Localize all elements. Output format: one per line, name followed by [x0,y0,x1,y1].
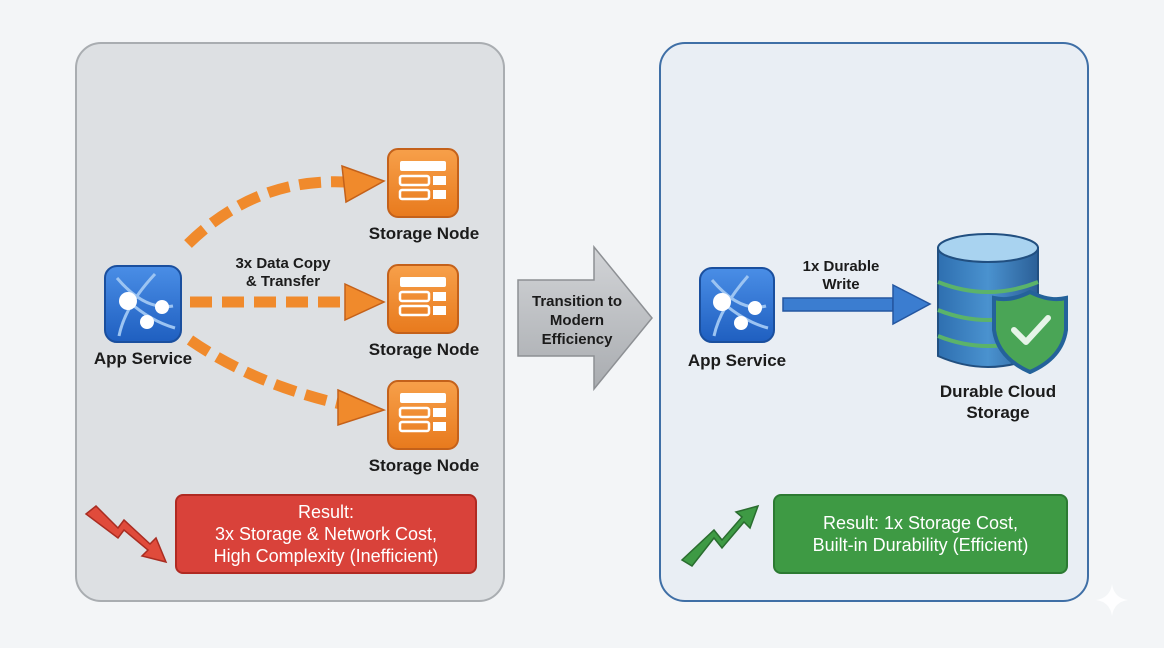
result-bad-line3: High Complexity (Inefficient) [213,546,439,566]
storage-node-label: Storage Node [368,456,480,475]
trend-up-icon [680,504,760,567]
storage-node-label: Storage Node [368,340,480,359]
transition-line3: Efficiency [541,331,613,348]
app-service-icon [104,265,182,343]
result-bad-line1: Result: [297,502,355,522]
app-service-icon [699,267,775,343]
result-good-line2: Built-in Durability (Efficient) [812,535,1029,555]
transition-arrow [517,244,653,392]
durable-write-label: 1x Durable Write [786,258,896,294]
storage-node-icon [387,380,459,450]
result-efficient-box: Result: 1x Storage Cost, Built-in Durabi… [773,494,1068,574]
transition-line2: Modern [549,312,605,329]
transition-label: Transition to Modern Efficiency [520,292,634,349]
durable-cloud-storage-line1: Durable Cloud [939,382,1057,401]
transfer-label-line1: 3x Data Copy [235,255,331,272]
durable-write-line1: 1x Durable [802,258,880,275]
dashed-arrow-bottom [186,335,387,427]
transition-line1: Transition to [532,293,622,310]
durable-write-arrow [782,283,932,326]
durable-write-line2: Write [822,276,860,293]
result-bad-line2: 3x Storage & Network Cost, [214,524,438,544]
dashed-arrow-top [184,164,386,248]
durable-cloud-storage-label: Durable Cloud Storage [928,381,1068,423]
app-service-label: App Service [687,351,787,370]
sparkle-icon [1096,584,1128,616]
result-good-line1: Result: 1x Storage Cost, [822,513,1019,533]
durable-cloud-storage-line2: Storage [966,403,1030,422]
shield-check-icon [992,289,1068,375]
storage-node-label: Storage Node [368,224,480,243]
dashed-arrow-middle [190,282,386,322]
storage-node-icon [387,264,459,334]
trend-down-icon [84,504,168,564]
transfer-label-line2: & Transfer [245,273,321,290]
transfer-label: 3x Data Copy & Transfer [220,255,346,291]
storage-node-icon [387,148,459,218]
result-inefficient-box: Result: 3x Storage & Network Cost, High … [175,494,477,574]
app-service-label: App Service [93,349,193,368]
